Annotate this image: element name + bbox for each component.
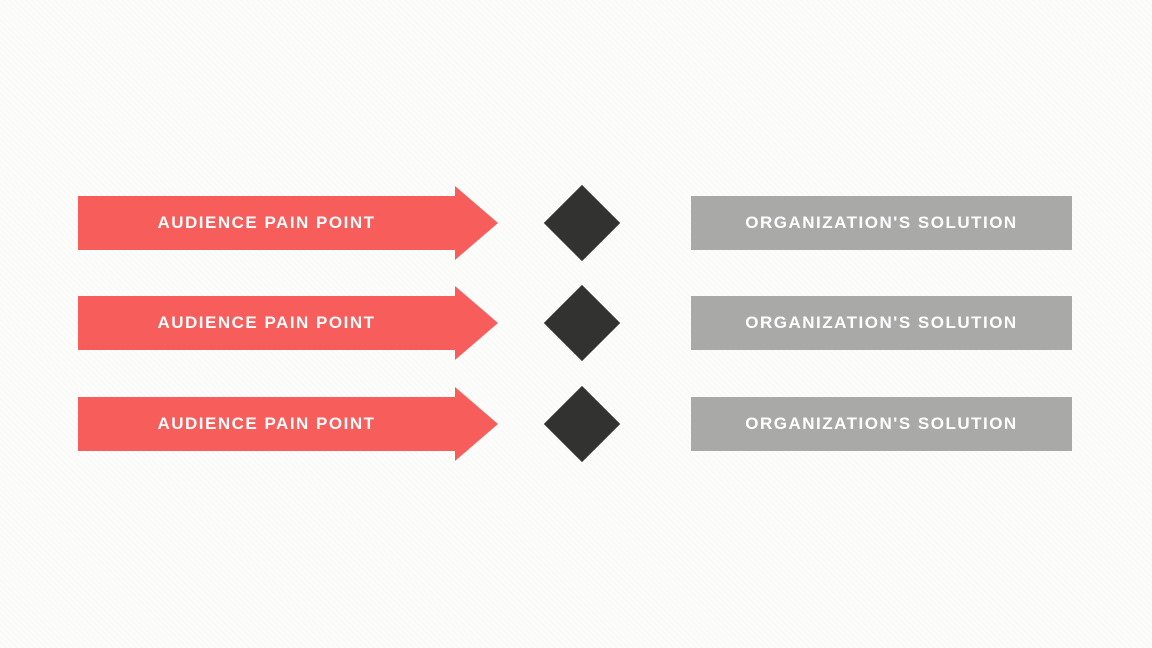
diamond-icon bbox=[543, 184, 621, 262]
solution-box: ORGANIZATION'S SOLUTION bbox=[691, 296, 1072, 350]
pain-point-arrow: AUDIENCE PAIN POINT bbox=[78, 397, 455, 451]
solution-label: ORGANIZATION'S SOLUTION bbox=[745, 213, 1018, 232]
arrow-right-icon bbox=[455, 286, 498, 360]
pain-point-arrow: AUDIENCE PAIN POINT bbox=[78, 296, 455, 350]
pain-point-label: AUDIENCE PAIN POINT bbox=[157, 414, 376, 433]
pain-point-arrow: AUDIENCE PAIN POINT bbox=[78, 196, 455, 250]
pain-point-label: AUDIENCE PAIN POINT bbox=[157, 213, 376, 232]
mapping-row: AUDIENCE PAIN POINT ORGANIZATION'S SOLUT… bbox=[0, 385, 1152, 463]
solution-box: ORGANIZATION'S SOLUTION bbox=[691, 397, 1072, 451]
solution-box: ORGANIZATION'S SOLUTION bbox=[691, 196, 1072, 250]
pain-point-label: AUDIENCE PAIN POINT bbox=[157, 313, 376, 332]
arrow-right-icon bbox=[455, 186, 498, 260]
mapping-row: AUDIENCE PAIN POINT ORGANIZATION'S SOLUT… bbox=[0, 284, 1152, 362]
solution-label: ORGANIZATION'S SOLUTION bbox=[745, 313, 1018, 332]
mapping-row: AUDIENCE PAIN POINT ORGANIZATION'S SOLUT… bbox=[0, 184, 1152, 262]
arrow-right-icon bbox=[455, 387, 498, 461]
solution-label: ORGANIZATION'S SOLUTION bbox=[745, 414, 1018, 433]
diamond-icon bbox=[543, 385, 621, 463]
diamond-icon bbox=[543, 284, 621, 362]
